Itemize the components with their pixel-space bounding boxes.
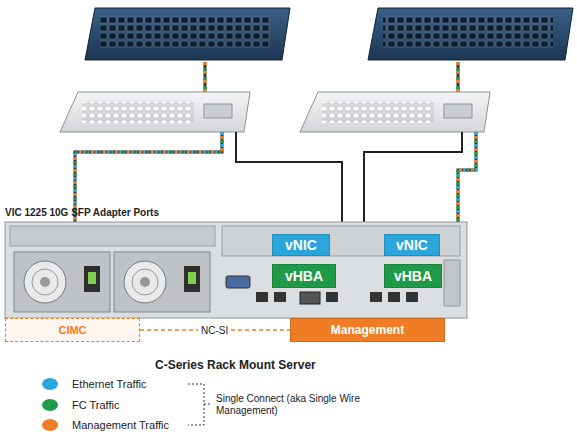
fabric-extender — [60, 92, 490, 132]
adapter-title: VIC 1225 10G SFP Adapter Ports — [5, 207, 159, 218]
vhba-box: vHBA — [272, 264, 336, 288]
cable — [205, 62, 458, 92]
caption: C-Series Rack Mount Server — [155, 358, 316, 372]
node-text: vHBA — [285, 268, 323, 284]
edge-label: NC-SI — [198, 325, 231, 336]
node-text: vNIC — [285, 237, 317, 253]
vhba-box: vHBA — [384, 264, 442, 288]
management-box: Management — [290, 318, 445, 342]
vnic-box: vNIC — [272, 234, 330, 256]
legend-swatch — [42, 378, 58, 390]
legend-swatch — [42, 419, 58, 431]
legend-text: FC Traffic — [72, 399, 119, 411]
node-text: vHBA — [394, 268, 432, 284]
legend-swatch — [42, 399, 58, 411]
bracket — [188, 384, 212, 425]
node-text: CIMC — [58, 324, 86, 336]
cimc-box: CIMC — [5, 318, 140, 342]
switch — [85, 8, 573, 60]
node-text: Management — [331, 323, 404, 337]
legend-text: Management Traffic — [72, 419, 169, 431]
vnic-box: vNIC — [384, 234, 440, 256]
node-text: vNIC — [396, 237, 428, 253]
bracket-note: Single Connect (aka Single Wire Manageme… — [216, 393, 366, 416]
legend-text: Ethernet Traffic — [72, 378, 146, 390]
server-chassis — [5, 222, 467, 318]
